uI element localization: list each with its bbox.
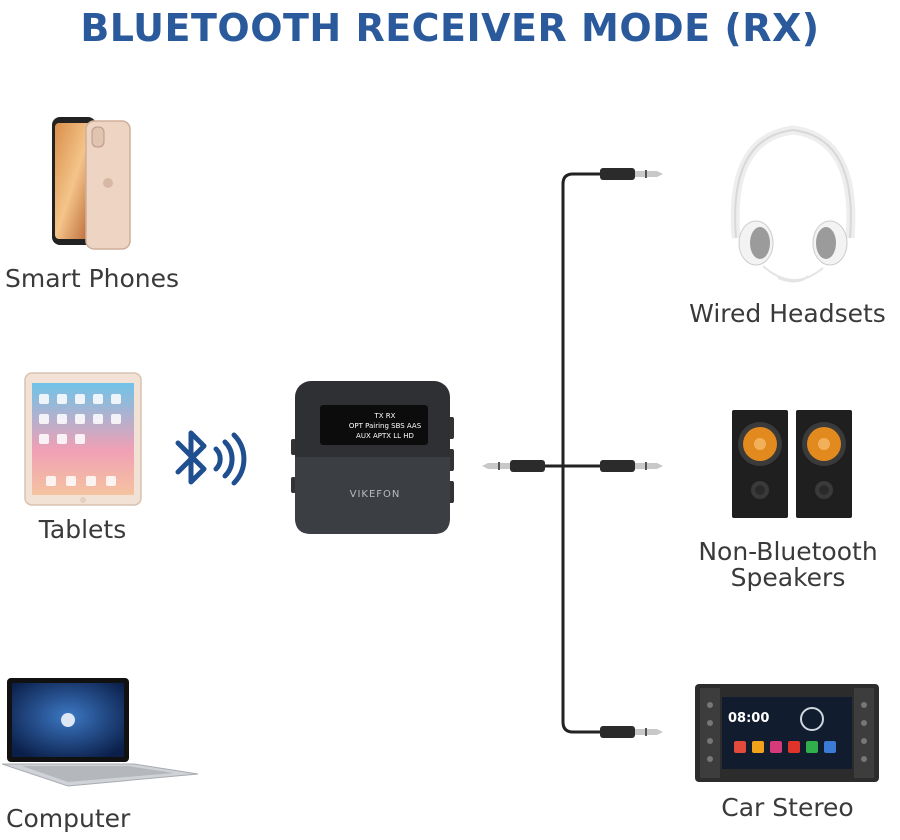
speakers-icon (732, 410, 852, 518)
screen-row-2: OPT Pairing SBS AAS (348, 422, 422, 430)
screen-row-1: TX RX (374, 412, 396, 420)
source-label-tablets: Tablets (38, 515, 127, 544)
tablet-icon (24, 372, 142, 506)
speakers-label-line2: Speakers (730, 563, 846, 592)
laptop-icon (2, 678, 199, 787)
screen-row-3: AUX APTX LL HD (356, 432, 414, 440)
bluetooth-signal-icon (175, 430, 247, 486)
audio-jack-bottom (600, 726, 663, 738)
audio-cable-splitter (482, 168, 663, 738)
car-stereo-clock: 08:00 (728, 711, 770, 726)
receiver-brand: VIKEFON (349, 489, 401, 500)
output-label-car-stereo: Car Stereo (721, 793, 854, 822)
audio-jack-left (482, 460, 545, 472)
bluetooth-receiver-icon (291, 381, 454, 534)
output-label-speakers: Non-Bluetooth Speakers (688, 539, 888, 591)
speakers-label-line1: Non-Bluetooth (698, 537, 878, 566)
audio-jack-middle-right (600, 460, 663, 472)
audio-jack-top (600, 168, 663, 180)
output-label-wired-headsets: Wired Headsets (689, 299, 886, 328)
car-stereo-icon (695, 684, 879, 782)
headphones-icon (730, 125, 856, 283)
receiver-screen: TX RX OPT Pairing SBS AAS AUX APTX LL HD (335, 411, 435, 441)
source-label-computer: Computer (6, 804, 131, 833)
smartphone-icon (52, 117, 131, 250)
source-label-smart-phones: Smart Phones (5, 264, 180, 293)
diagram-title: BLUETOOTH RECEIVER MODE (RX) (80, 6, 820, 50)
